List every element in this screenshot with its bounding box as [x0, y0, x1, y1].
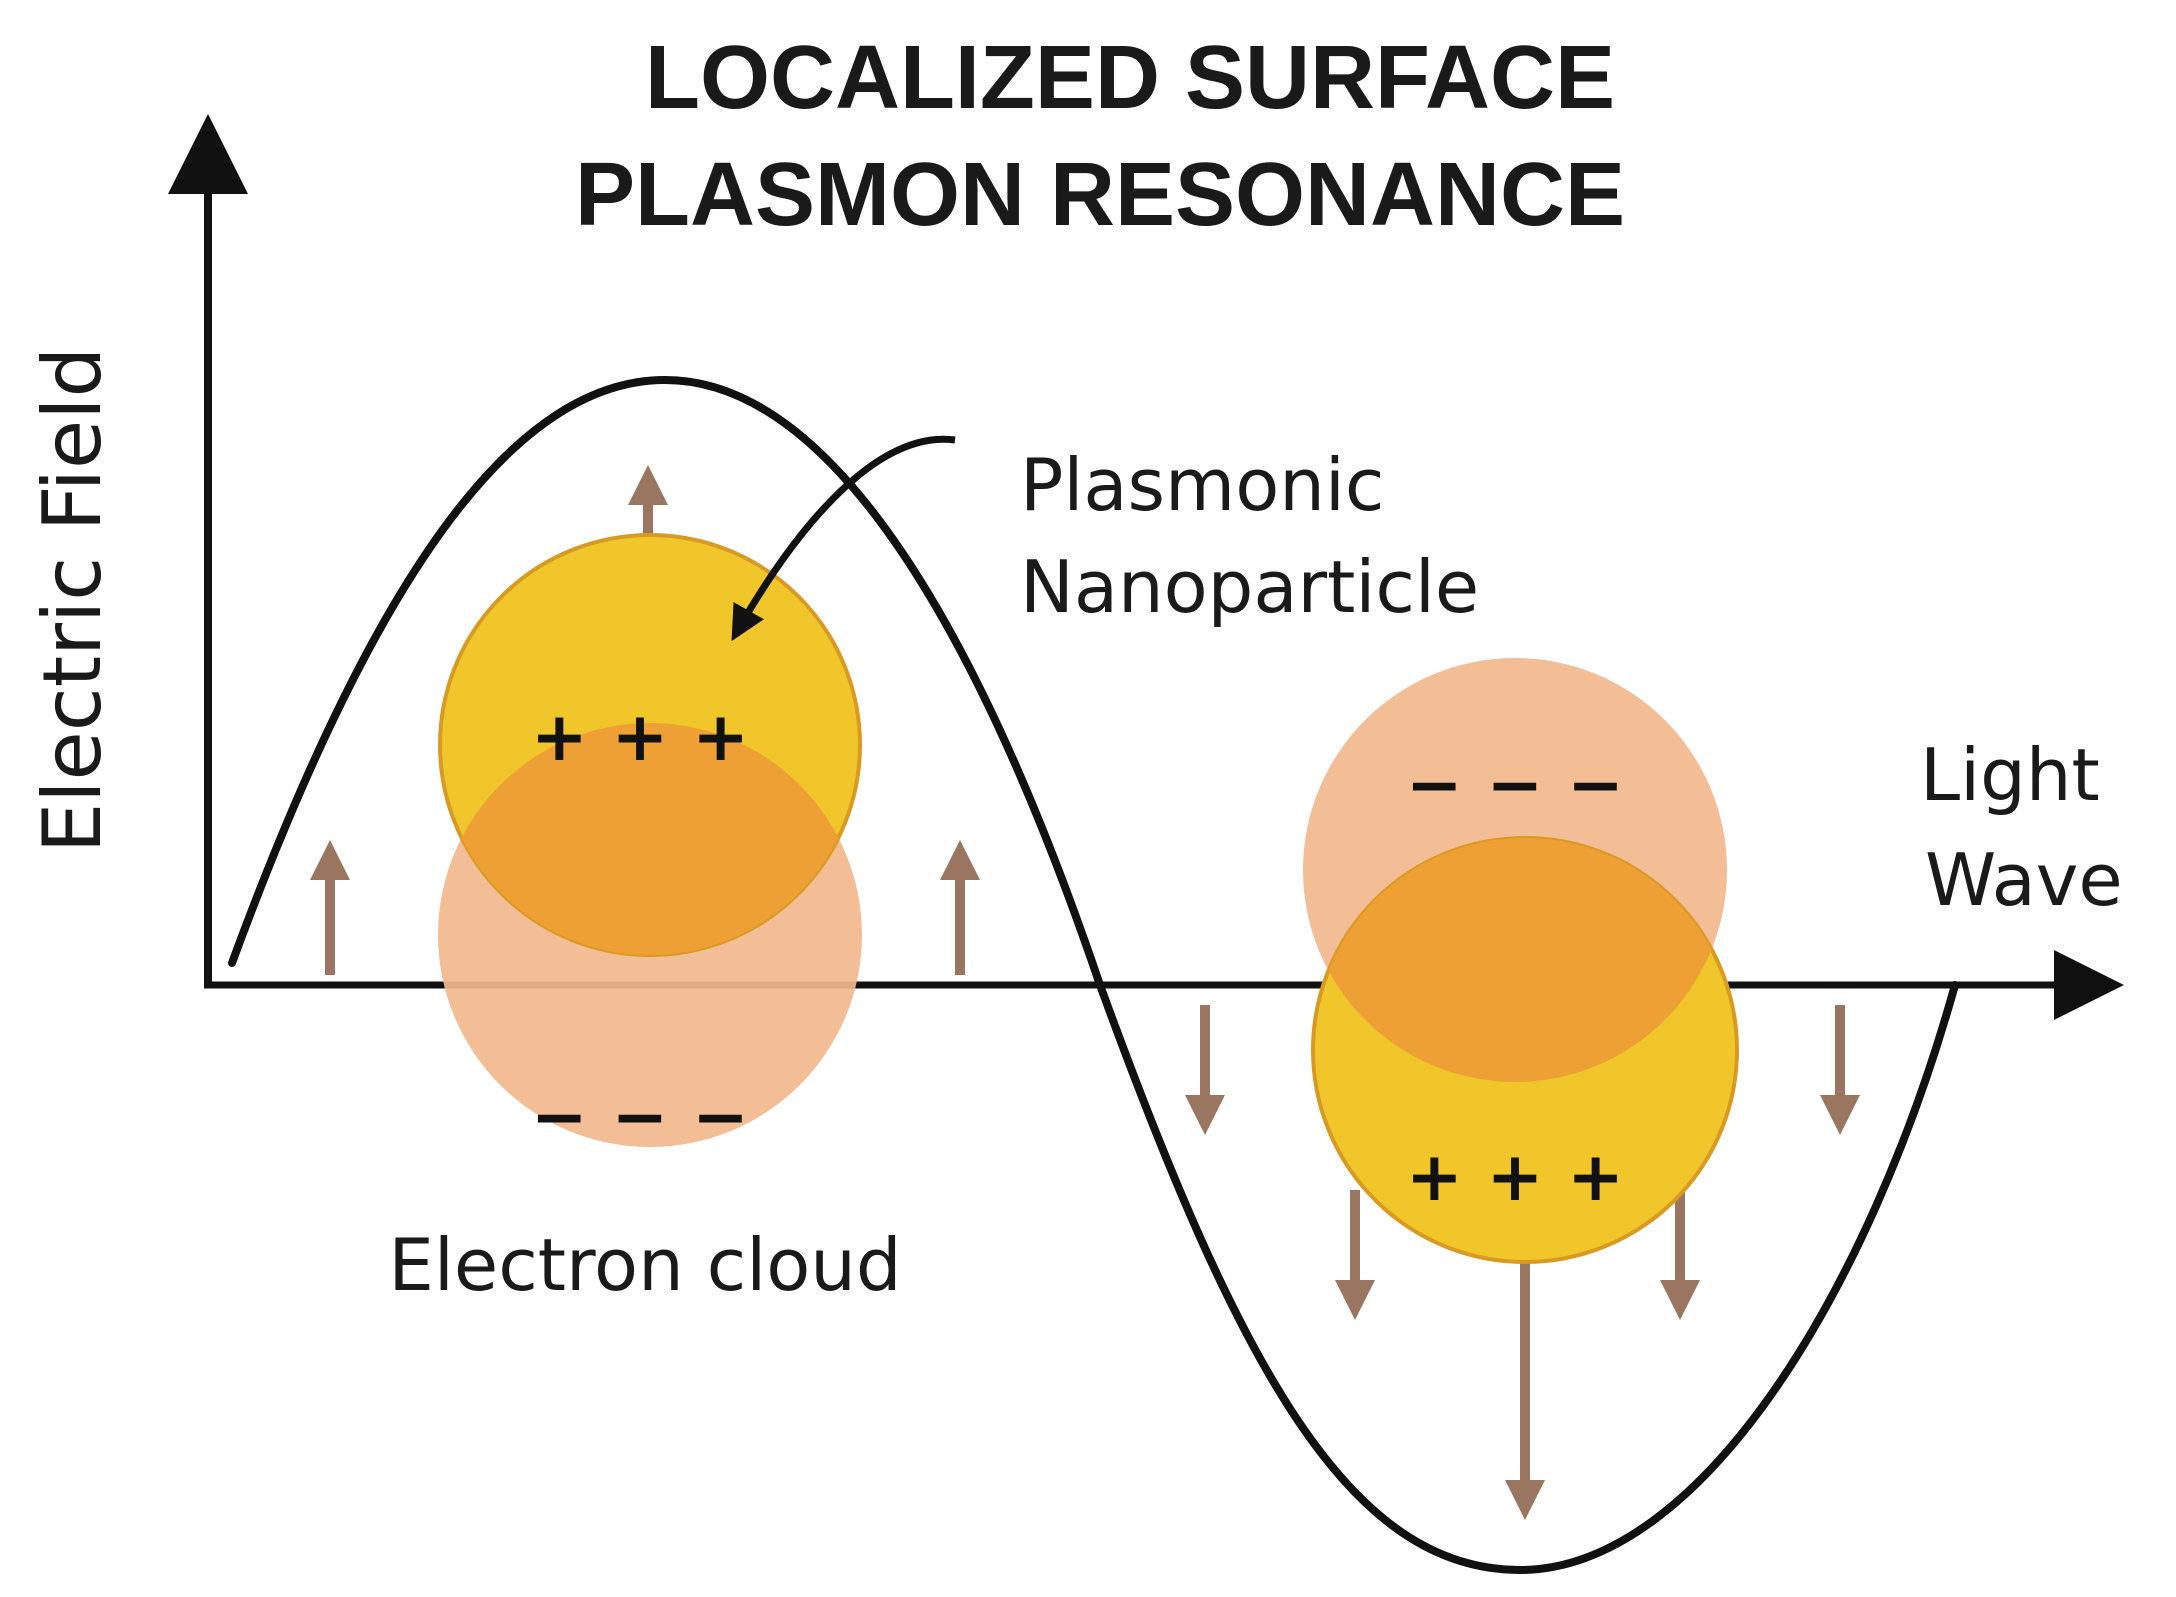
callout-arrow — [731, 435, 956, 642]
diagram-title-line-1: LOCALIZED SURFACE — [645, 28, 1615, 128]
y-axis-label: Electric Field — [26, 347, 119, 854]
nanoparticle-label-line-2: Nanoparticle — [1020, 545, 1479, 629]
electron-cloud-label: Electron cloud — [388, 1223, 901, 1307]
diagram-title-line-2: PLASMON RESONANCE — [575, 145, 1625, 245]
nanoparticle-label-line-1: Plasmonic — [1020, 443, 1384, 527]
left-negative-charges: − − − — [531, 1078, 749, 1157]
downward-field-arrows — [1185, 1005, 1860, 1520]
nanoparticle-left-overlap — [440, 723, 860, 955]
x-axis-label-line-1: Light — [1920, 733, 2100, 817]
x-axis-label-line-2: Wave — [1925, 838, 2123, 922]
nanoparticle-right: − − − + + + — [1303, 658, 1739, 1264]
nanoparticle-left: + + + − − − — [438, 533, 862, 1157]
left-positive-charges: + + + — [531, 698, 749, 777]
right-negative-charges: − − − — [1406, 746, 1624, 825]
nanoparticle-right-overlap — [1313, 838, 1727, 1082]
right-positive-charges: + + + — [1406, 1138, 1624, 1217]
light-wave-curve — [228, 375, 1959, 1575]
